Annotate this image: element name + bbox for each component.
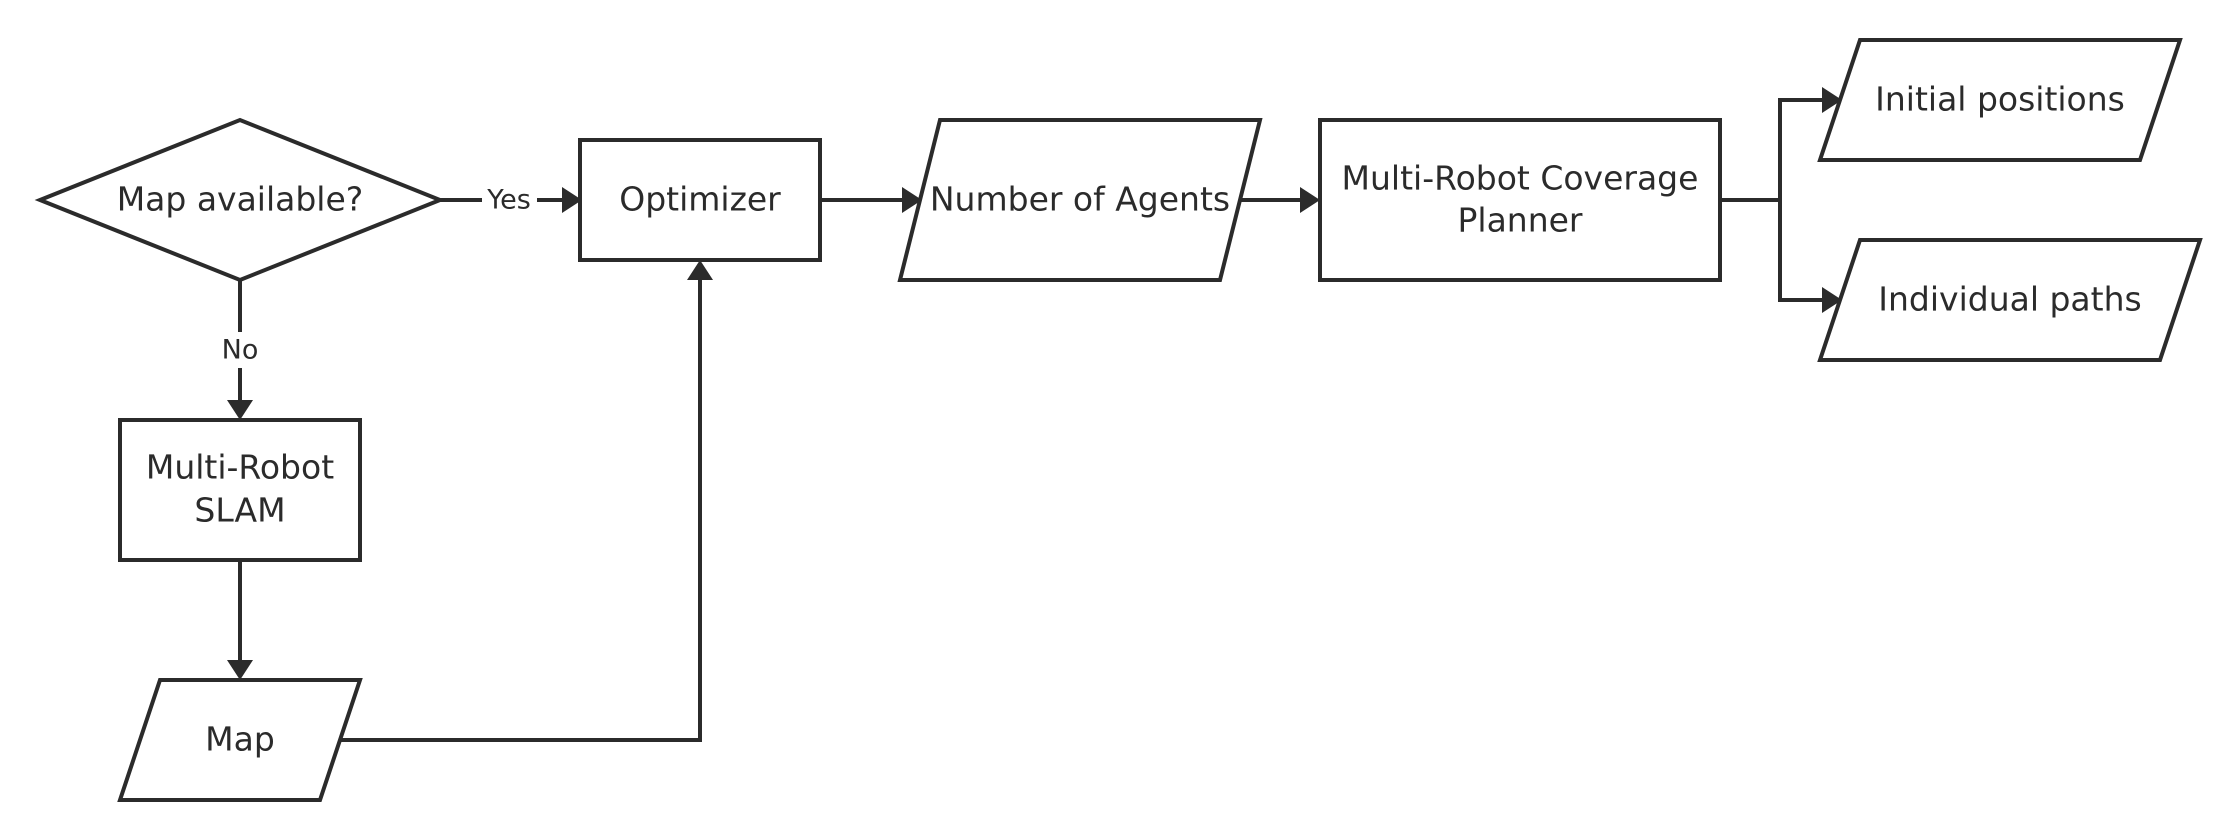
- edge-label-no: No: [222, 335, 259, 366]
- initial-positions-parallelogram: [1817, 38, 2183, 162]
- edge-map-optimizer: [341, 278, 702, 742]
- no-label-bg: [215, 332, 265, 368]
- arrowhead-initial-positions: [1822, 87, 1842, 113]
- node-number-of-agents[interactable]: Number of Agents: [897, 118, 1263, 282]
- individual-paths-parallelogram: [1817, 238, 2203, 362]
- number-of-agents-label: Number of Agents: [930, 180, 1230, 219]
- planner-label-line1: Multi-Robot Coverage: [1342, 159, 1699, 198]
- arrowhead-map-top: [227, 660, 253, 680]
- node-map[interactable]: Map: [117, 678, 363, 802]
- edge-to-initial-positions: [1778, 98, 1825, 200]
- optimizer-box: [578, 138, 822, 262]
- edge-to-individual-paths: [1778, 200, 1825, 302]
- decision-label: Map available?: [117, 180, 364, 219]
- arrowhead-planner-left: [1300, 187, 1320, 213]
- node-optimizer[interactable]: Optimizer: [578, 138, 822, 262]
- planner-label-line2: Planner: [1458, 201, 1583, 240]
- map-label: Map: [205, 720, 275, 759]
- arrowhead-optimizer-left: [562, 187, 582, 213]
- number-of-agents-parallelogram: [897, 118, 1263, 282]
- node-multi-robot-slam[interactable]: Multi-Robot SLAM: [118, 418, 362, 562]
- node-initial-positions[interactable]: Initial positions: [1817, 38, 2183, 162]
- yes-label-bg: [482, 182, 537, 218]
- initial-positions-label: Initial positions: [1875, 80, 2125, 119]
- arrowhead-slam-top: [227, 400, 253, 420]
- node-individual-paths[interactable]: Individual paths: [1817, 238, 2203, 362]
- planner-box: [1318, 118, 1722, 282]
- arrowhead-optimizer-bottom: [687, 260, 713, 280]
- optimizer-label: Optimizer: [619, 180, 781, 219]
- slam-box: [118, 418, 362, 562]
- edges: Yes No: [215, 87, 1842, 742]
- node-map-available-decision[interactable]: Map available?: [34, 117, 446, 283]
- individual-paths-label: Individual paths: [1878, 280, 2141, 319]
- decision-diamond: [34, 117, 446, 283]
- node-coverage-planner[interactable]: Multi-Robot Coverage Planner: [1318, 118, 1722, 282]
- arrowhead-individual-paths: [1822, 287, 1842, 313]
- arrowhead-agents-left: [902, 187, 922, 213]
- map-parallelogram: [117, 678, 363, 802]
- slam-label-line1: Multi-Robot: [146, 448, 334, 487]
- edge-label-yes: Yes: [486, 185, 531, 216]
- slam-label-line2: SLAM: [194, 491, 285, 530]
